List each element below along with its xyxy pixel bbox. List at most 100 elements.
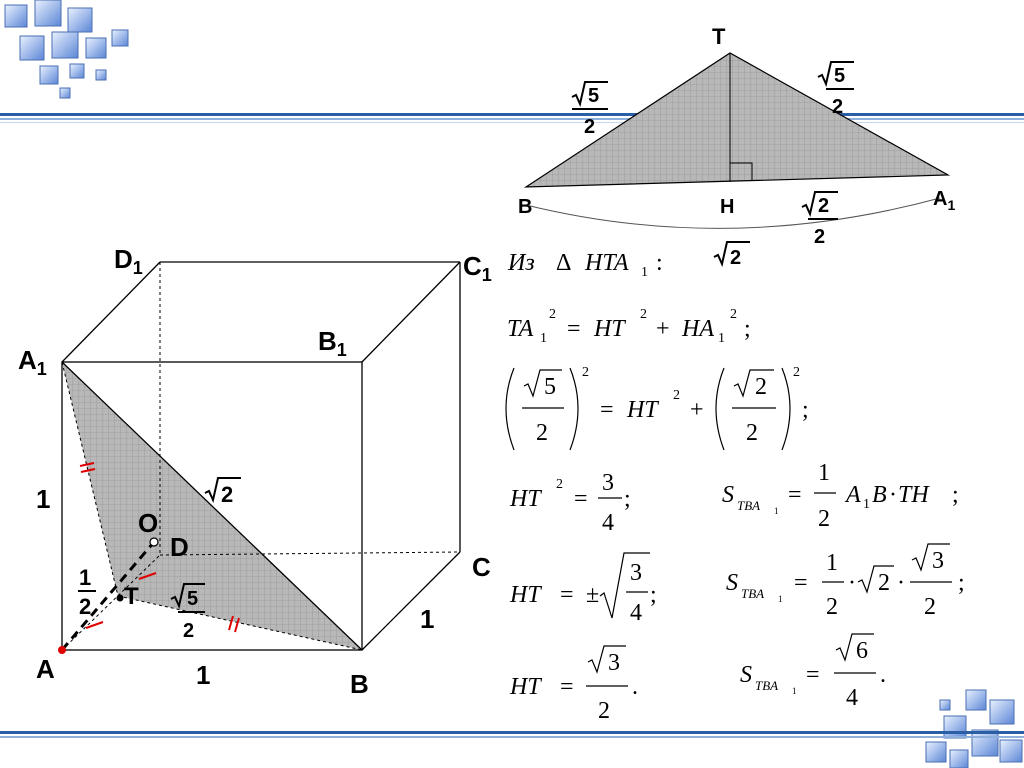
svg-text:=: =	[788, 482, 802, 508]
svg-text:TH: TH	[898, 482, 930, 508]
svg-text:4: 4	[630, 600, 642, 626]
svg-text:1: 1	[792, 686, 797, 696]
svg-text:=: =	[806, 662, 820, 688]
svg-text:B: B	[872, 482, 887, 508]
svg-text:2: 2	[818, 506, 830, 532]
label-b1: B1	[318, 326, 347, 360]
svg-text:=: =	[560, 674, 574, 700]
edge-label-right: 1	[420, 604, 434, 634]
svg-text:4: 4	[846, 685, 858, 711]
tri-label-t: T	[712, 24, 726, 49]
edge-label-bottom: 1	[196, 660, 210, 690]
svg-text:=: =	[600, 397, 614, 423]
svg-text:;: ;	[624, 486, 631, 512]
header-rule	[0, 113, 1024, 123]
svg-text:2: 2	[640, 307, 647, 322]
svg-text:HT: HT	[593, 316, 626, 342]
ba-brace	[525, 197, 941, 229]
svg-text:2: 2	[584, 116, 595, 138]
svg-text:2: 2	[730, 247, 741, 269]
svg-text:2: 2	[878, 570, 890, 596]
cube-cluster-icon	[4, 0, 129, 99]
solution-line-2: TA 1 2 = HT 2 + HA 1 2 ;	[507, 307, 751, 346]
svg-text:5: 5	[187, 588, 198, 610]
solution-line-1: Из Δ HTA 1 :	[507, 250, 663, 280]
svg-text:1: 1	[778, 594, 783, 604]
solution-line-3: 5 2 2 = HT 2 + 2 2 2 ;	[505, 365, 809, 451]
svg-text:TBA: TBA	[755, 678, 778, 693]
svg-text:2: 2	[746, 420, 758, 446]
svg-text:+: +	[690, 397, 704, 423]
label-b: B	[350, 669, 369, 699]
svg-text:;: ;	[952, 482, 959, 508]
tri-label-a1: A1	[933, 188, 955, 213]
label-o: O	[138, 508, 158, 538]
svg-text:3: 3	[630, 560, 642, 586]
svg-text:2: 2	[755, 374, 767, 400]
svg-text:=: =	[567, 316, 581, 342]
solution-line-5: HT = ± 3 4 ;	[509, 552, 657, 626]
svg-text:;: ;	[958, 570, 965, 596]
svg-text:2: 2	[793, 365, 800, 380]
svg-text:TBA: TBA	[741, 586, 764, 601]
svg-text:3: 3	[932, 548, 944, 574]
tri-ba-length: 2	[713, 241, 750, 269]
svg-text:;: ;	[802, 397, 809, 423]
svg-text:·: ·	[889, 482, 897, 508]
svg-text:6: 6	[856, 638, 868, 664]
solution-area-2: S TBA 1 = 1 2 · 2 · 3 2 ;	[726, 543, 965, 620]
svg-text:2: 2	[832, 96, 843, 118]
svg-text:3: 3	[608, 650, 620, 676]
label-c1: C1	[463, 251, 492, 285]
svg-text:·: ·	[848, 570, 856, 596]
svg-text:5: 5	[544, 374, 556, 400]
svg-text:=: =	[574, 486, 588, 512]
svg-text:2: 2	[221, 482, 233, 507]
diag-length: 2	[204, 477, 241, 507]
solution-area-3: S TBA 1 = 6 4 .	[740, 633, 886, 711]
cube-diagram	[58, 261, 461, 654]
svg-text:S: S	[740, 662, 752, 688]
label-c: C	[472, 552, 491, 582]
solution-area-1: S TBA 1 = 1 2 A 1 B · TH ;	[722, 460, 959, 532]
label-d1: D1	[114, 244, 143, 278]
point-o-dot	[149, 537, 159, 547]
svg-text:HT: HT	[509, 674, 542, 700]
svg-text:.: .	[880, 662, 886, 688]
svg-text:S: S	[722, 482, 734, 508]
svg-text:TA: TA	[507, 316, 534, 342]
tri-label-h: H	[720, 196, 734, 218]
footer-rule	[0, 731, 1024, 738]
svg-text:2: 2	[556, 477, 563, 492]
svg-text:.: .	[632, 674, 638, 700]
cube-cluster-icon	[925, 689, 1023, 768]
front-face	[61, 361, 363, 651]
svg-text:5: 5	[588, 85, 599, 107]
tri-label-b: B	[518, 196, 532, 218]
svg-text:2: 2	[818, 195, 829, 217]
svg-text:1: 1	[540, 331, 547, 346]
svg-text:Из: Из	[507, 250, 535, 276]
svg-text:1: 1	[863, 497, 870, 512]
triangle-tba1	[523, 52, 951, 229]
tri-ta-length: 5 2	[817, 61, 854, 118]
solution-line-6: HT = 3 2 .	[509, 645, 638, 724]
svg-text:2: 2	[536, 420, 548, 446]
at-half-length: 1 2	[78, 565, 96, 619]
edge-label-left: 1	[36, 484, 50, 514]
svg-text:+: +	[656, 316, 670, 342]
svg-text:TBA: TBA	[737, 498, 760, 513]
label-d: D	[170, 532, 189, 562]
svg-text:2: 2	[730, 307, 737, 322]
bt-length: 5 2	[170, 583, 205, 642]
svg-text:HT: HT	[626, 397, 659, 423]
svg-text:1: 1	[641, 265, 648, 280]
svg-text:2: 2	[814, 226, 825, 248]
svg-text:5: 5	[834, 65, 845, 87]
svg-text:2: 2	[183, 620, 194, 642]
svg-text:=: =	[794, 570, 808, 596]
svg-text:2: 2	[826, 594, 838, 620]
svg-text:HTA: HTA	[584, 250, 629, 276]
svg-text:;: ;	[650, 582, 657, 608]
